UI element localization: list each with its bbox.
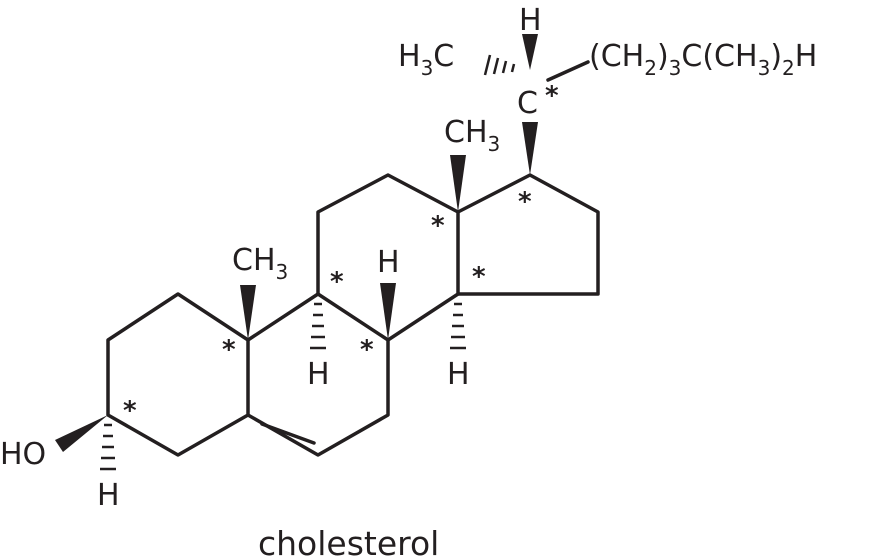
label-h-c14: H bbox=[447, 357, 470, 392]
ring-b bbox=[246, 292, 390, 457]
label-h-c3: H bbox=[97, 478, 120, 513]
star-c13: * bbox=[431, 211, 445, 241]
wedge-c13-ch3 bbox=[450, 155, 466, 212]
ring-d bbox=[456, 173, 600, 296]
star-c8: * bbox=[360, 335, 374, 365]
wedge-c10-ch3 bbox=[240, 285, 256, 340]
stereocenter-marks: * * * * * * * * bbox=[123, 81, 559, 426]
label-c20: C bbox=[517, 86, 538, 121]
star-c10: * bbox=[222, 335, 236, 365]
label-h-c8: H bbox=[377, 245, 400, 280]
label-ch3-c10: CH3 bbox=[232, 243, 288, 284]
ring-c bbox=[316, 173, 460, 342]
star-c14: * bbox=[472, 262, 486, 292]
hash-c3-h bbox=[100, 423, 116, 471]
label-h-c20: H bbox=[519, 3, 542, 38]
atom-labels: HO H CH3 H H CH3 H H C H3C (CH2)3C(CH3)2… bbox=[0, 3, 817, 513]
hash-c20-ch3 bbox=[483, 54, 516, 76]
hash-c9-h bbox=[310, 302, 326, 350]
label-side-chain: (CH2)3C(CH3)2H bbox=[589, 39, 817, 80]
wedge-c17-c20 bbox=[522, 122, 538, 175]
ring-a bbox=[106, 292, 250, 457]
label-h-c9: H bbox=[307, 357, 330, 392]
bond-c20-chain bbox=[546, 60, 590, 82]
stereo-bonds bbox=[55, 34, 538, 471]
wedge-c20-h bbox=[522, 34, 538, 70]
hash-c14-h bbox=[450, 302, 466, 350]
star-c20: * bbox=[545, 81, 559, 111]
label-ch3-c13: CH3 bbox=[444, 115, 500, 156]
label-h3c: H3C bbox=[398, 39, 454, 80]
label-ho: HO bbox=[0, 437, 46, 472]
double-bond-c5-c6 bbox=[260, 422, 316, 445]
star-c17: * bbox=[518, 187, 532, 217]
star-c9: * bbox=[330, 267, 344, 297]
star-c3: * bbox=[123, 396, 137, 426]
wedge-c8-h bbox=[380, 283, 396, 340]
compound-name: cholesterol bbox=[258, 524, 439, 559]
wedge-c3-ho bbox=[55, 415, 108, 452]
